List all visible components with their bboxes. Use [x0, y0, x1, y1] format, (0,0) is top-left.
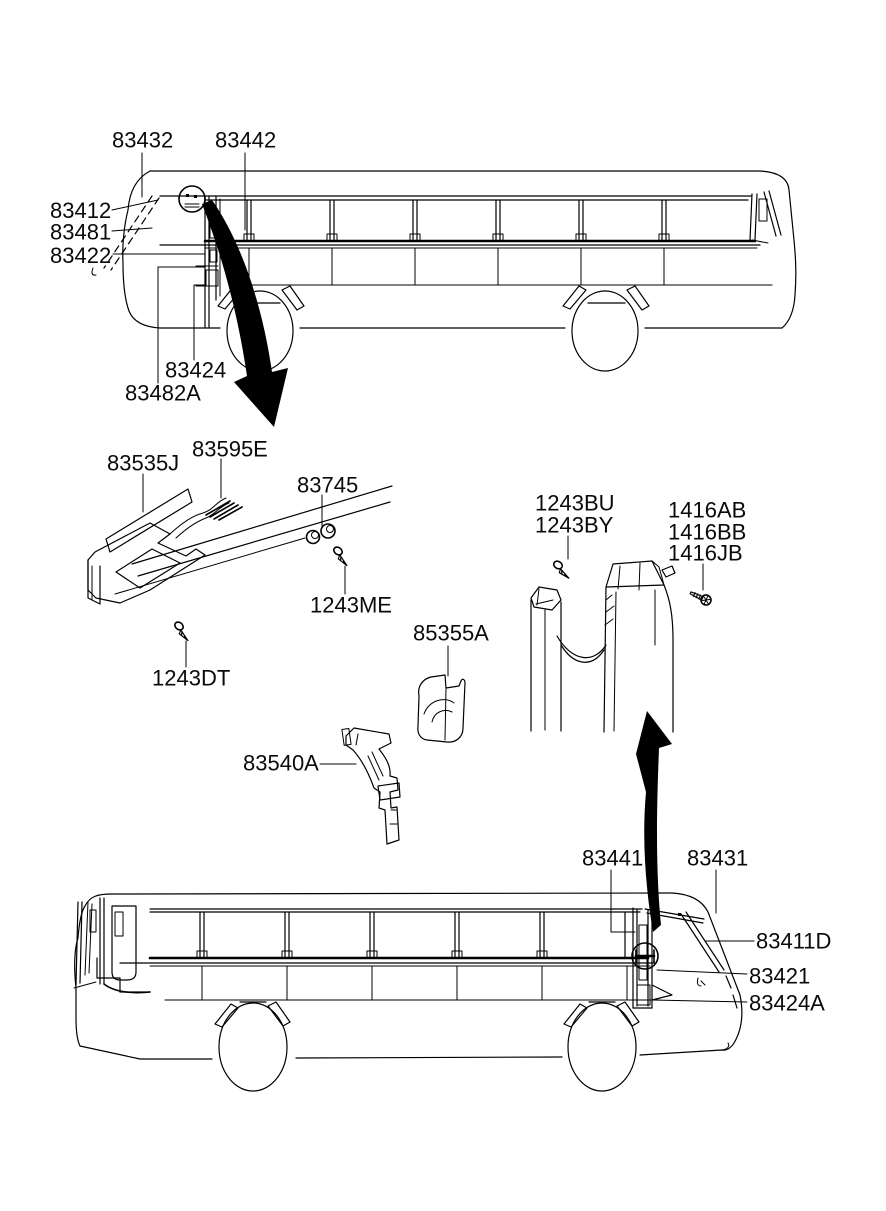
part-label-83422: 83422 — [50, 243, 111, 268]
part-label-83431: 83431 — [687, 846, 748, 871]
part-label-83745: 83745 — [297, 473, 358, 498]
lower-pillars-top-bus — [248, 247, 665, 286]
part-83745-drawing — [305, 523, 336, 545]
part-label-83540A: 83540A — [243, 751, 319, 776]
part-label-1416JB: 1416JB — [668, 541, 743, 566]
part-label-1416BB: 1416BB — [668, 520, 746, 545]
part-label-1243BU: 1243BU — [535, 491, 615, 516]
part-label-83481: 83481 — [50, 220, 111, 245]
part-label-83432: 83432 — [112, 128, 173, 153]
part-label-83595E: 83595E — [192, 437, 268, 462]
detail-callout-circle-bottom — [631, 942, 659, 970]
part-label-85355A: 85355A — [413, 621, 489, 646]
part-label-83535J: 83535J — [107, 451, 179, 476]
bus-side-view-top — [91, 170, 797, 372]
part-label-83424: 83424 — [165, 358, 226, 383]
wheels-top-bus — [217, 285, 650, 372]
part-label-83421: 83421 — [749, 964, 810, 989]
zoom-arrow-down-icon — [202, 200, 288, 427]
part-label-83411D: 83411D — [756, 929, 831, 954]
zoom-arrow-up-icon — [636, 711, 672, 932]
wheels-bottom-bus — [214, 1001, 640, 1092]
part-label-83482A: 83482A — [125, 381, 201, 406]
leader-lines — [111, 152, 755, 1003]
detail-callout-circle-top — [178, 185, 206, 213]
screw-1243DT-icon — [174, 621, 189, 642]
screw-1243BU-icon — [552, 560, 570, 579]
part-label-1243BY: 1243BY — [535, 513, 614, 538]
part-labels: 83432 83442 83412 83481 83422 83424 8348… — [50, 128, 831, 1016]
part-83535J-drawing — [87, 485, 393, 605]
window-pillars-top-bus — [243, 199, 670, 242]
part-83540A-drawing — [341, 727, 401, 845]
window-pillars-bottom-bus — [196, 911, 628, 1001]
part-pillar-garnish-drawing — [530, 560, 676, 733]
screw-1243ME-icon — [333, 546, 348, 567]
bolt-1416-icon — [689, 591, 712, 606]
part-label-83442: 83442 — [215, 128, 276, 153]
part-85355A-drawing — [417, 674, 466, 743]
rear-pillar-top-bus — [749, 190, 782, 244]
rear-pillar-garnish-bottom-bus — [632, 907, 738, 1009]
moulding-hatch — [205, 500, 243, 521]
part-label-83412: 83412 — [50, 198, 111, 223]
part-label-1416AB: 1416AB — [668, 498, 746, 523]
part-label-83424A: 83424A — [749, 991, 825, 1016]
bus-side-view-bottom — [73, 892, 743, 1092]
part-label-1243DT: 1243DT — [152, 666, 230, 691]
part-label-1243ME: 1243ME — [310, 593, 392, 618]
part-label-83441: 83441 — [582, 846, 643, 871]
